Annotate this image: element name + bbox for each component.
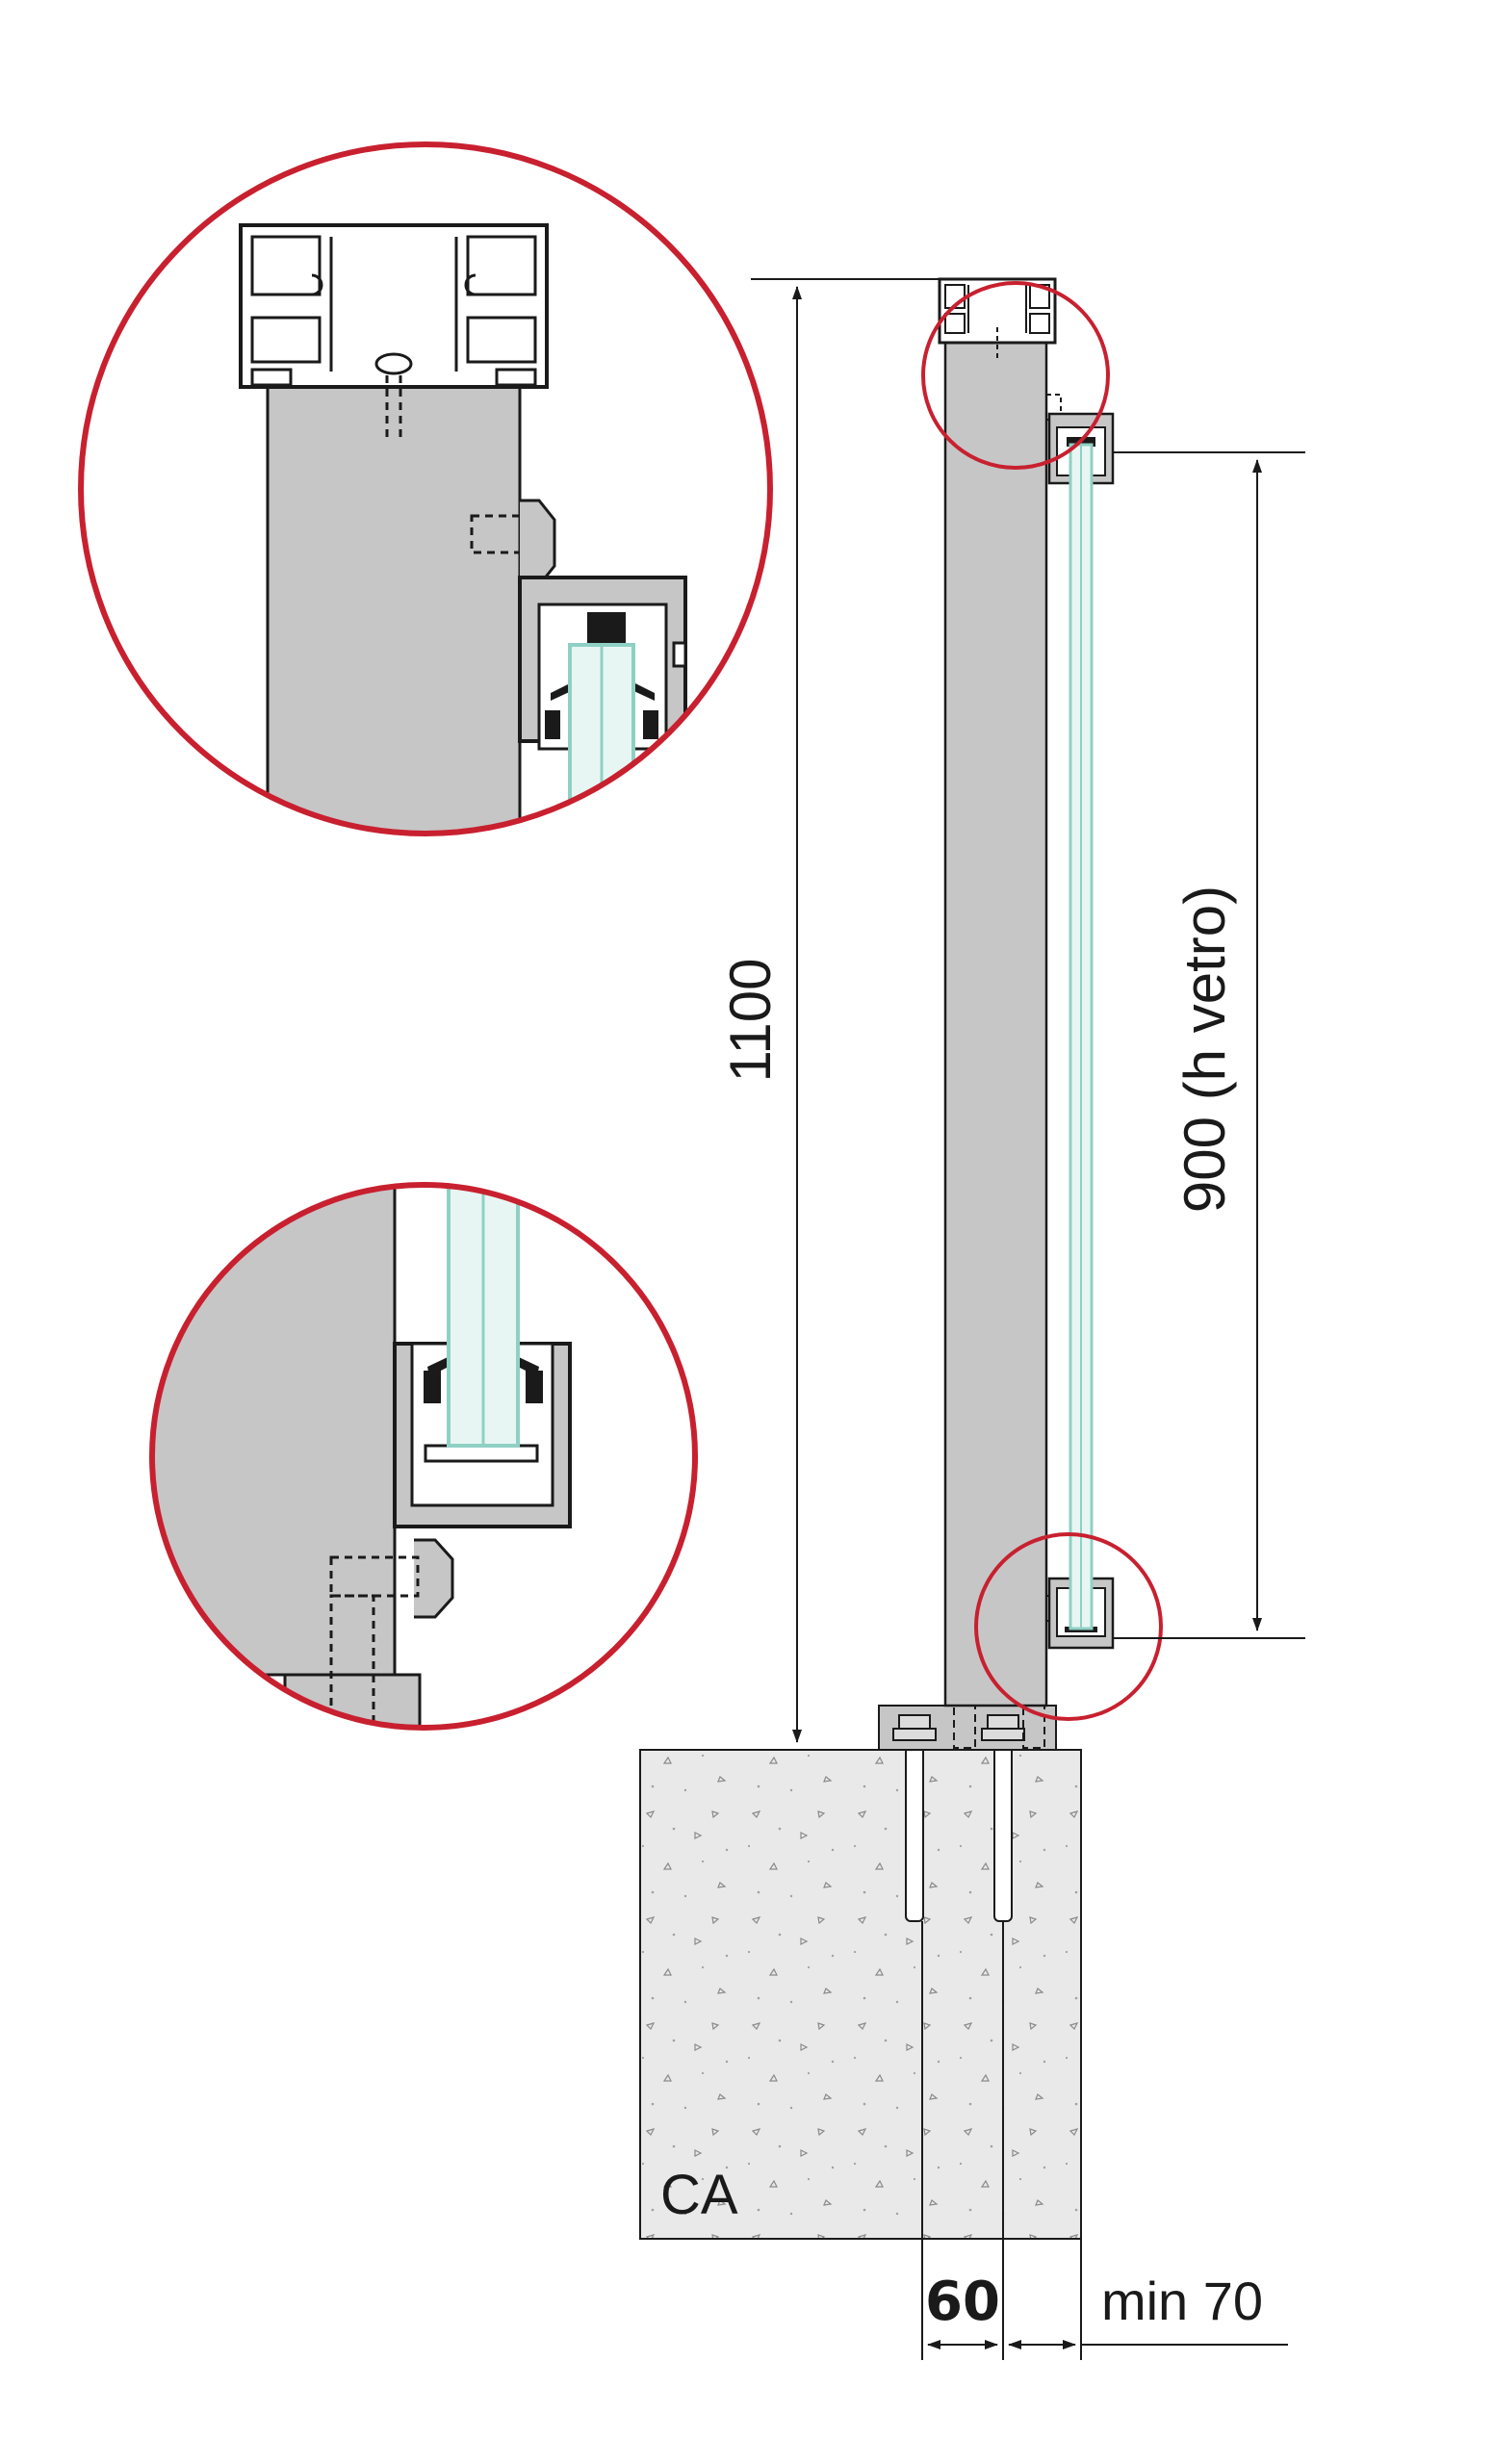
dimension-glass-height: [1113, 451, 1305, 1639]
bottom-detail-marker: [974, 1532, 1163, 1721]
bottom-detail-circle: [149, 1182, 698, 1731]
dimension-anchor-spacing: [921, 1921, 1288, 2360]
dimension-edge-distance-label: min 70: [1101, 2271, 1263, 2331]
dimension-total-height-label: 1100: [718, 958, 783, 1082]
dimension-anchor-spacing-label: 60: [925, 2271, 1000, 2333]
top-detail-circle: [78, 141, 773, 836]
bottom-detail-view: [152, 1185, 695, 1728]
anchor-nuts: [892, 1714, 1025, 1741]
base-plate: [878, 1705, 1057, 1751]
dimension-glass-height-label: 900 (h vetro): [1172, 886, 1237, 1213]
top-detail-marker: [921, 281, 1110, 470]
foundation-label: CA: [660, 2164, 738, 2226]
dimension-total-height: [751, 278, 940, 1743]
handrail-profile: [938, 277, 1057, 362]
top-detail-view: [81, 144, 770, 834]
glass-panel: [1069, 443, 1094, 1630]
post: [943, 340, 1048, 1707]
